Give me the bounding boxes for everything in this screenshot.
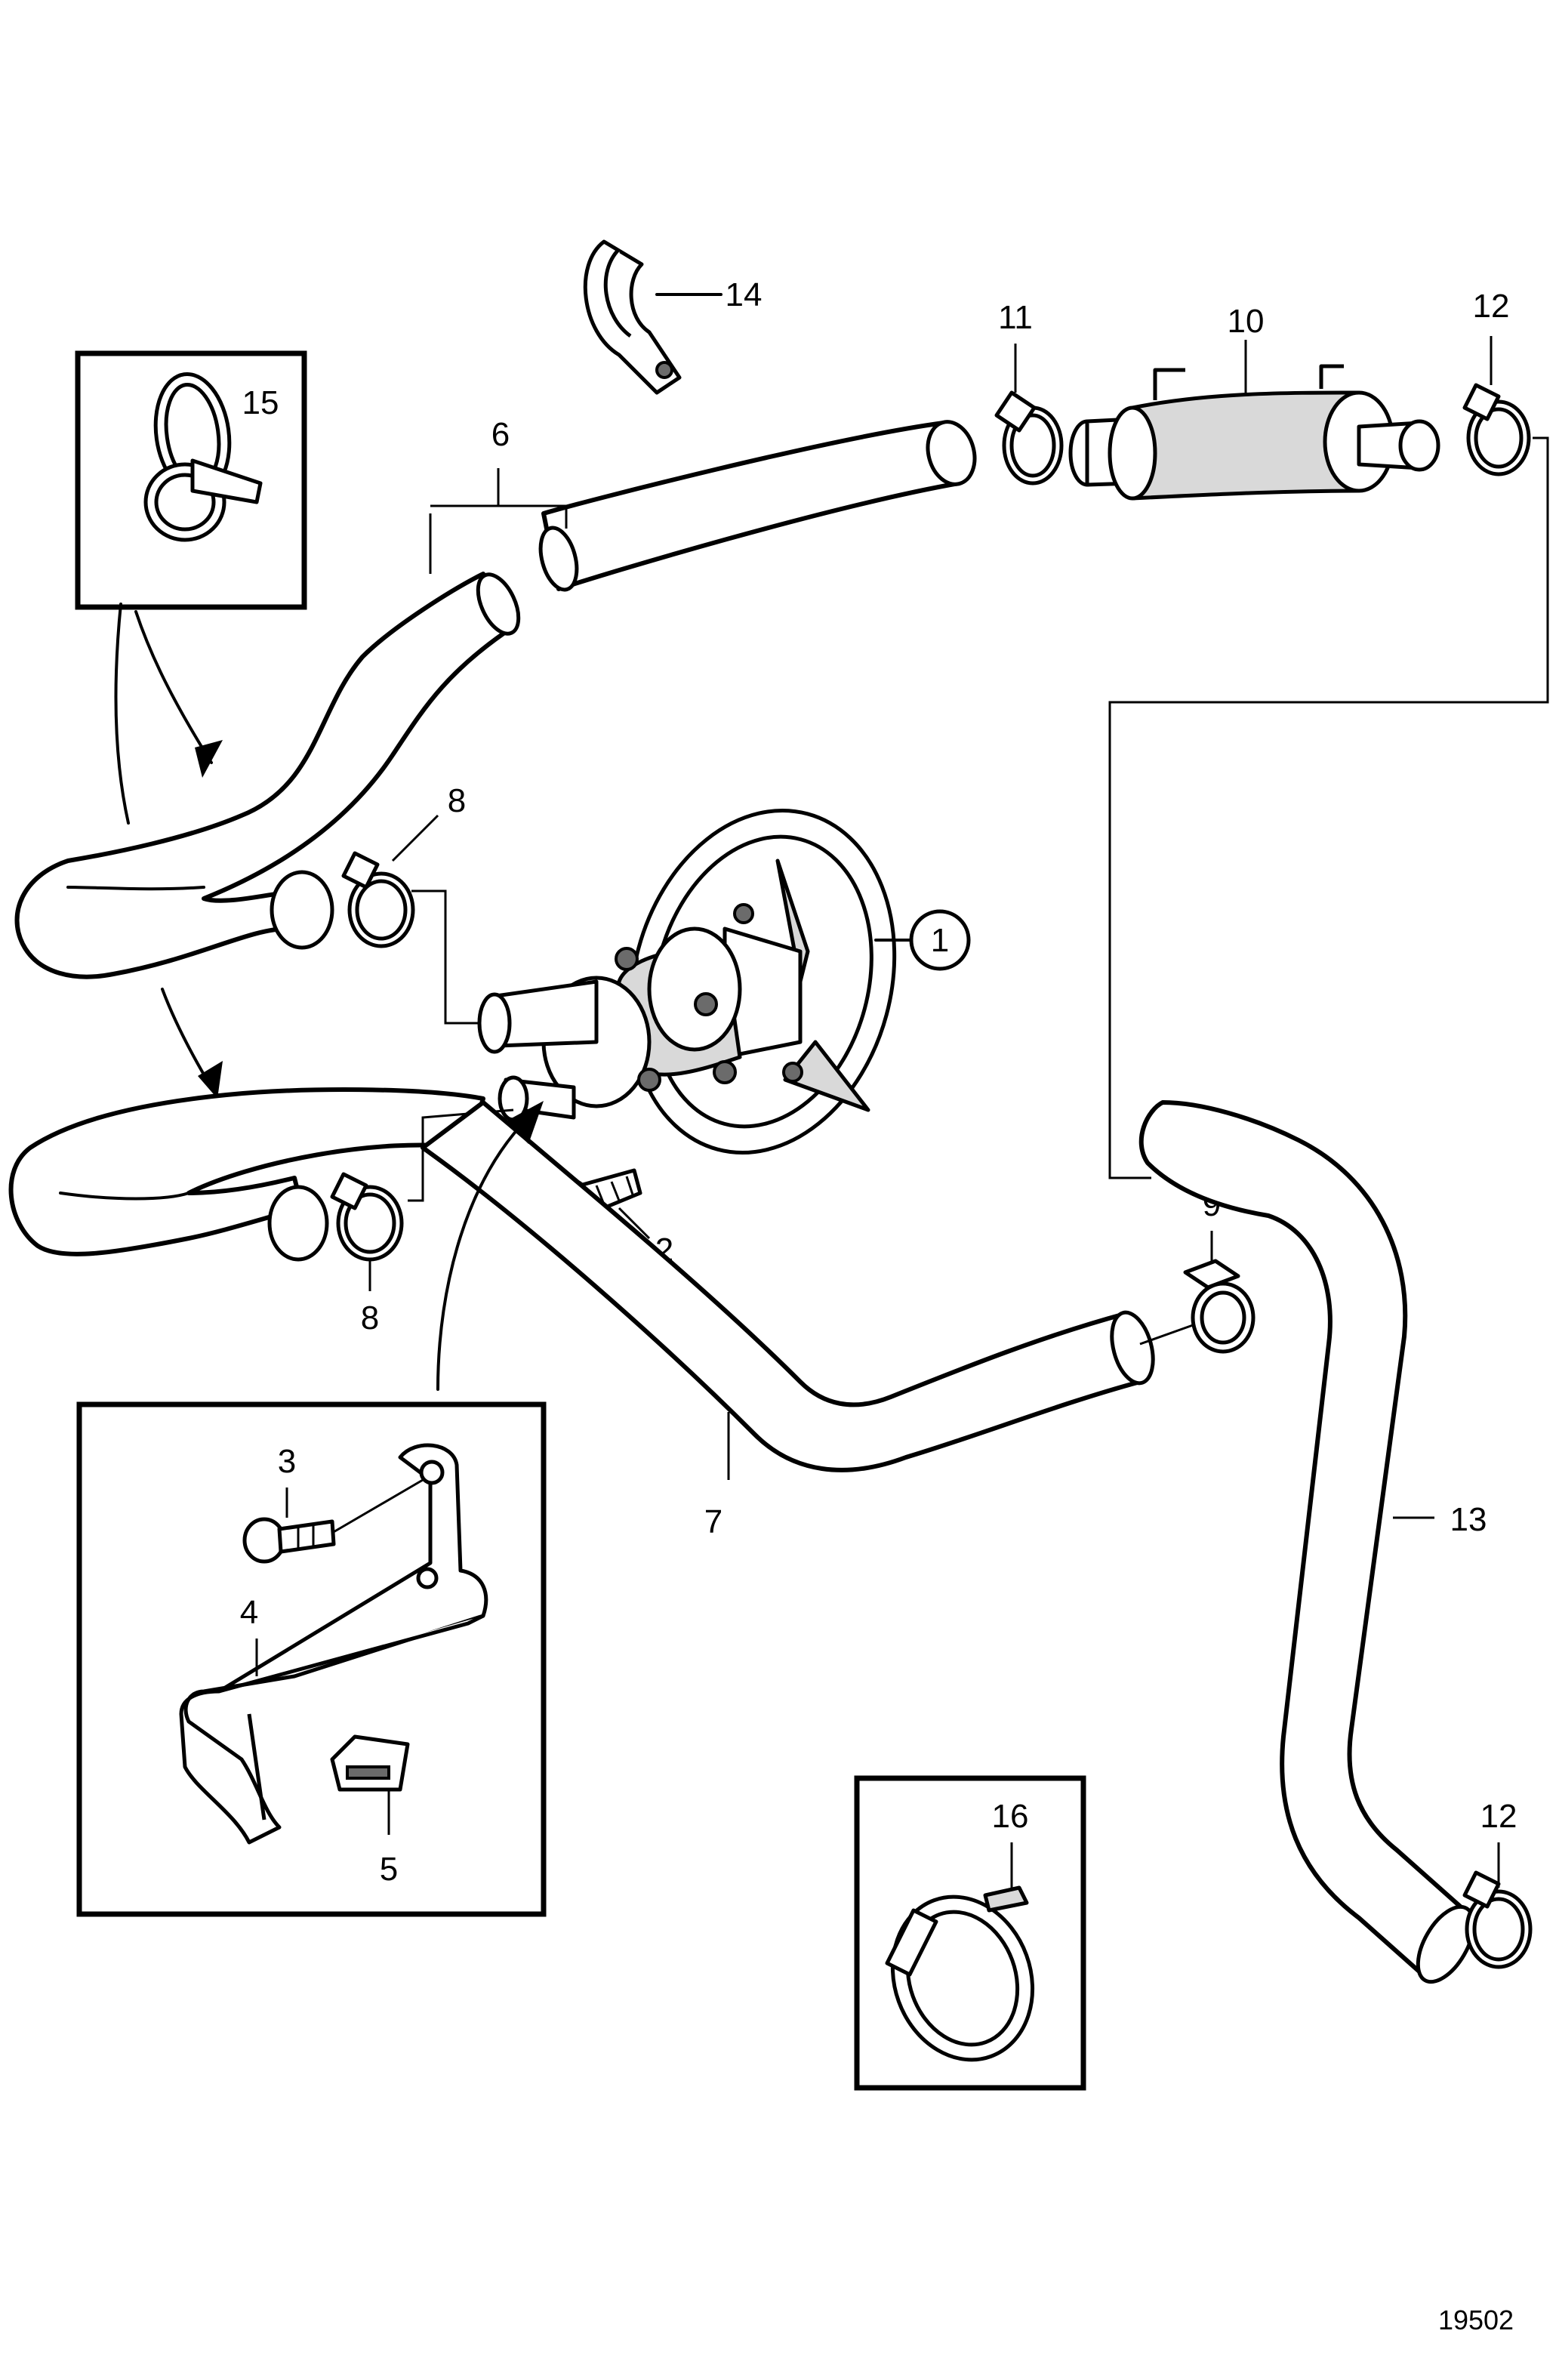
- clip-9: 9: [1139, 1186, 1256, 1354]
- label-16: 16: [992, 1798, 1029, 1835]
- label-5: 5: [380, 1851, 398, 1888]
- hose-clamp-8-upper: 8: [341, 782, 483, 1025]
- hose-13: 13: [1138, 1100, 1487, 1984]
- arrowhead-bracket: [506, 1101, 544, 1144]
- figure-number: 19502: [1438, 2304, 1514, 2335]
- hose-7: 7: [421, 1100, 1155, 1540]
- label-13: 13: [1450, 1501, 1487, 1538]
- pipe-10: 10: [1068, 303, 1440, 501]
- arrow-line-15-b: [134, 610, 213, 764]
- label-15: 15: [242, 384, 279, 421]
- label-10: 10: [1228, 303, 1265, 340]
- hose-6: 6: [14, 416, 977, 979]
- label-6: 6: [491, 416, 510, 453]
- label-14: 14: [726, 276, 763, 313]
- arrow-line-15-a: [114, 603, 130, 825]
- hose-clamp-8-lower: 8: [330, 1108, 514, 1336]
- inset-box-bracket: 4 3 5: [76, 1101, 547, 1917]
- label-12-bottom: 12: [1480, 1798, 1517, 1835]
- label-7: 7: [704, 1503, 723, 1540]
- sea-water-pump-1: 1: [477, 809, 971, 1155]
- arrow-line-bracket: [436, 1116, 530, 1391]
- arrowhead-15-c: [198, 1061, 223, 1099]
- label-8-lower: 8: [361, 1299, 379, 1336]
- inset-box-16: 16: [854, 1775, 1086, 2091]
- label-11: 11: [998, 299, 1033, 336]
- hose-clamp-12-bottom: 12: [1462, 1798, 1533, 1969]
- label-12-top: 12: [1473, 288, 1510, 325]
- label-3: 3: [278, 1443, 296, 1480]
- arrowhead-15-b: [195, 740, 223, 778]
- hose-lower: [8, 1087, 485, 1262]
- label-4: 4: [240, 1594, 258, 1631]
- label-1: 1: [931, 922, 949, 959]
- hose-clamp-12-top: 12: [1108, 288, 1549, 1179]
- inset-box-15: 15: [75, 350, 307, 610]
- p-clip-14: 14: [583, 239, 763, 395]
- hose-clamp-11: 11: [994, 299, 1064, 486]
- label-8-upper: 8: [448, 782, 466, 819]
